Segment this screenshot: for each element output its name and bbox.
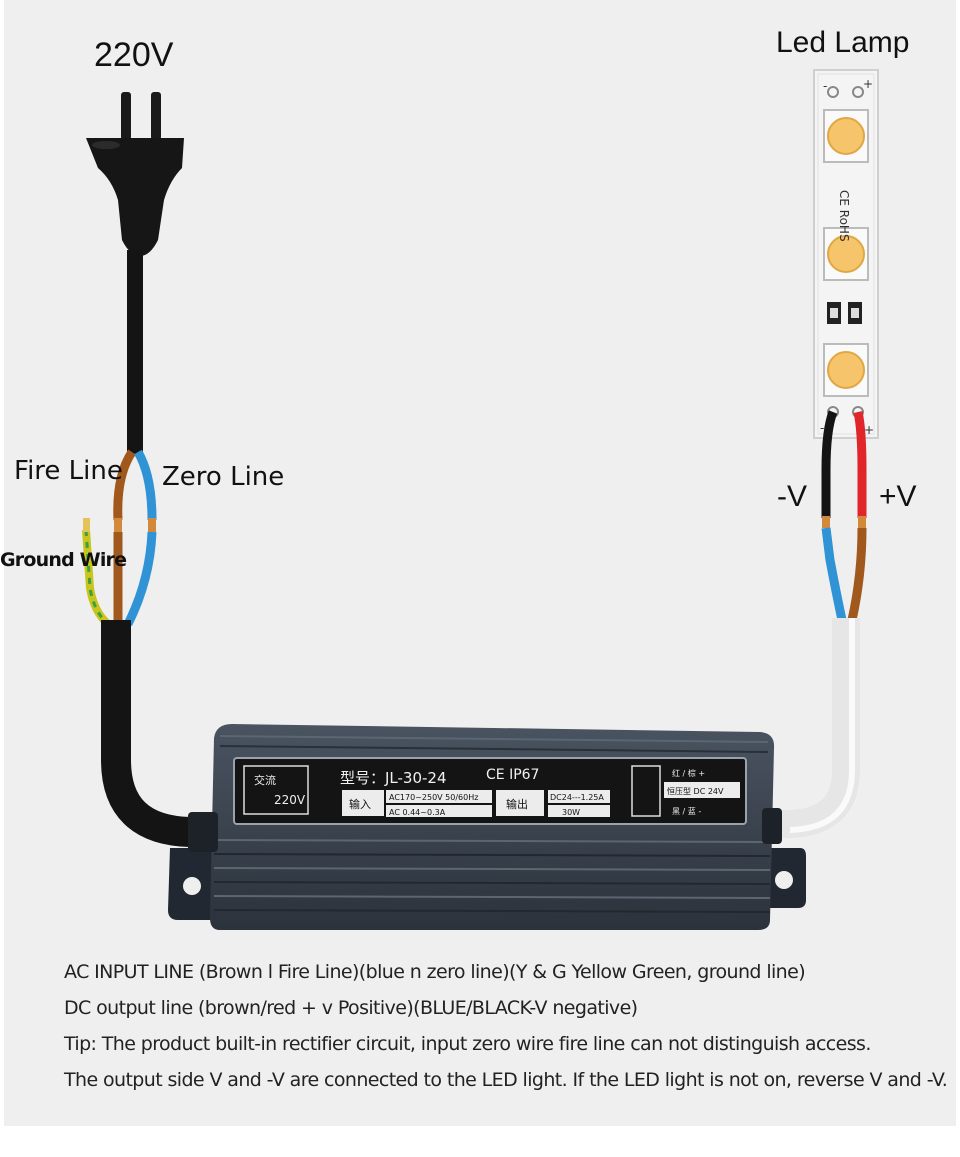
input-cable-lower [101, 620, 212, 847]
negative-v-label: -V [777, 480, 807, 513]
note-tip: Tip: The product built-in rectifier circ… [64, 1033, 871, 1055]
positive-lead [853, 411, 867, 518]
zero-wire-insulation [134, 449, 157, 521]
device-body [210, 724, 775, 930]
strip-leads [821, 410, 867, 528]
output-gland [762, 808, 782, 844]
device-input-spec-1: AC170~250V 50/60Hz [389, 793, 478, 802]
strip-plus-top: + [863, 77, 873, 91]
led-lamp-label: Led Lamp [776, 26, 910, 59]
note-reverse: The output side V and -V are connected t… [64, 1069, 948, 1091]
note-dc-output: DC output line (brown/red + v Positive)(… [64, 997, 638, 1019]
device-output-spec-1: DC24---1.25A [550, 793, 604, 802]
device-output-tag: 输出 [506, 797, 528, 811]
output-cable [770, 618, 860, 838]
output-conductors [821, 527, 867, 621]
device-right-spec: 恒压型 DC 24V [667, 786, 724, 796]
strip-minus-bottom: - [820, 421, 824, 435]
led-chip-1 [823, 109, 869, 163]
output-positive-wire [847, 527, 867, 621]
power-plug [86, 92, 184, 256]
strip-minus-top: - [823, 79, 827, 93]
plug-body [86, 138, 184, 256]
led-strip: CE RoHS - + - + [813, 69, 879, 439]
device-input-tag: 输入 [349, 797, 371, 811]
device-right-pos: 红 / 棕 + [672, 768, 705, 778]
device-model: 型号：JL-30-24 [340, 769, 447, 787]
ground-wire-label: Ground Wire [0, 549, 127, 571]
strip-plus-bottom: + [864, 423, 874, 437]
device-left-tag-2: 220V [274, 793, 306, 807]
device-left-tag-1: 交流 [254, 773, 276, 787]
zero-line-label: Zero Line [162, 462, 285, 492]
input-cable-upper [127, 250, 143, 456]
plug-pin-left [121, 92, 131, 140]
negative-lead [821, 410, 838, 518]
device-output-spec-2: 30W [562, 808, 580, 817]
notes-block: AC INPUT LINE (Brown l Fire Line)(blue n… [64, 954, 948, 1098]
device-right-neg: 黑 / 蓝 - [672, 806, 701, 816]
ground-conductor [82, 518, 111, 628]
led-chip-3 [823, 343, 869, 397]
input-voltage-label: 220V [94, 36, 174, 74]
note-ac-input: AC INPUT LINE (Brown l Fire Line)(blue n… [64, 961, 806, 983]
fire-wire-insulation [113, 449, 136, 521]
device-input-spec-2: AC 0.44~0.3A [389, 808, 446, 817]
positive-v-label: +V [879, 480, 917, 513]
fire-line-label: Fire Line [14, 456, 123, 486]
power-supply: 交流 220V 型号：JL-30-24 CE IP67 输入 AC170~250… [168, 724, 806, 930]
input-conductors [113, 449, 157, 627]
plug-pin-right [151, 92, 161, 140]
output-negative-wire [821, 527, 847, 621]
led-chip-2 [823, 227, 869, 281]
strip-marks: CE RoHS [837, 190, 851, 242]
input-gland [188, 812, 218, 852]
device-cert: CE IP67 [486, 767, 539, 783]
